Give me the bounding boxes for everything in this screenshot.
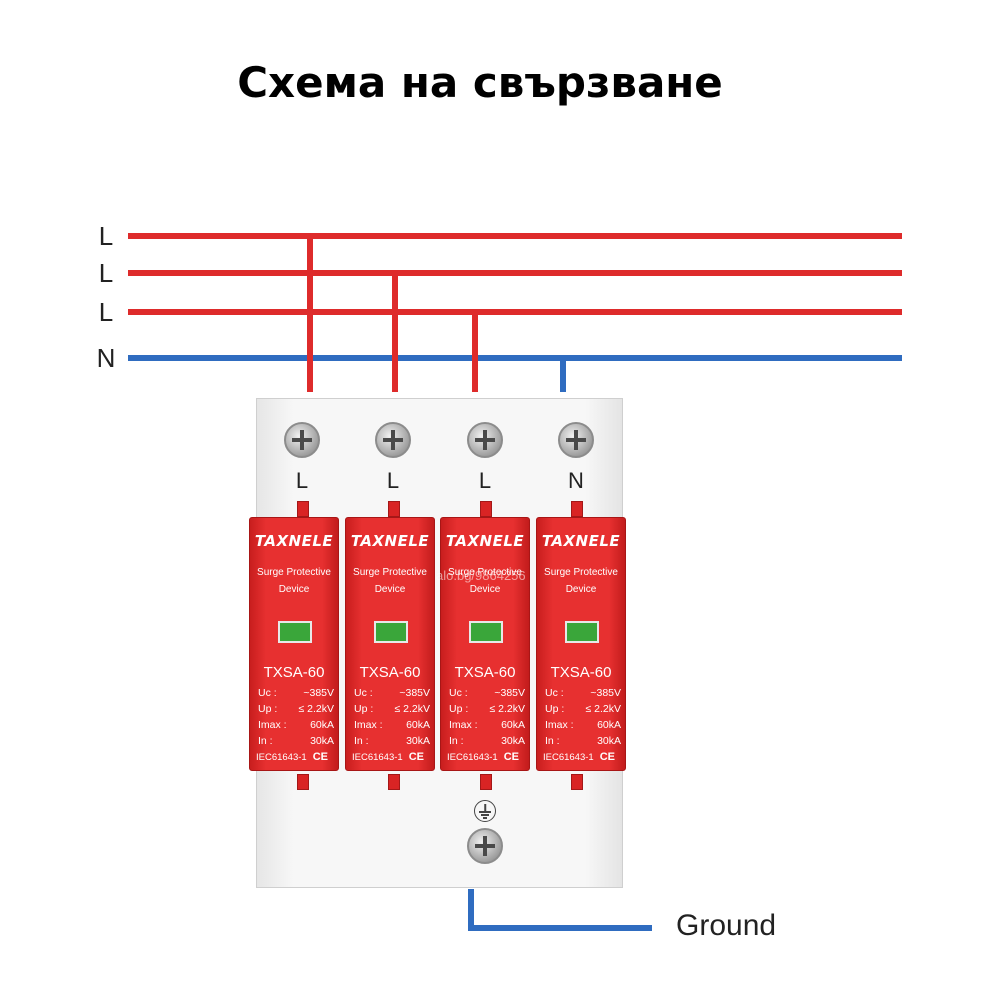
terminal-label-2: L xyxy=(386,468,400,493)
spec-in: In :30kA xyxy=(545,735,621,747)
neutral-wire xyxy=(128,355,902,361)
module-tab-top-2 xyxy=(388,501,400,517)
ground-wire-vertical xyxy=(468,889,474,931)
ground-wire-horizontal xyxy=(468,925,652,931)
brand-logo: TAXNELE xyxy=(254,532,334,550)
model-name: TXSA-60 xyxy=(454,664,516,681)
model-name: TXSA-60 xyxy=(359,664,421,681)
brand-logo: TAXNELE xyxy=(350,532,430,550)
spec-in: In :30kA xyxy=(449,735,525,747)
spec-up: Up :≤ 2.2kV xyxy=(545,703,621,715)
spec-up: Up :≤ 2.2kV xyxy=(354,703,430,715)
drop-wire-l1 xyxy=(307,238,313,392)
line-label-n: N xyxy=(96,343,116,373)
phase-wire-l3 xyxy=(128,309,902,315)
module-tab-top-3 xyxy=(480,501,492,517)
line-label-l3: L xyxy=(98,297,114,327)
model-name: TXSA-60 xyxy=(550,664,612,681)
status-indicator xyxy=(565,621,599,643)
spec-up: Up :≤ 2.2kV xyxy=(449,703,525,715)
module-tab-bottom-4 xyxy=(571,774,583,790)
terminal-screw-1-icon xyxy=(284,422,320,458)
module-tab-top-1 xyxy=(297,501,309,517)
spec-up: Up :≤ 2.2kV xyxy=(258,703,334,715)
terminal-label-1: L xyxy=(295,468,309,493)
terminal-screw-2-icon xyxy=(375,422,411,458)
spec-imax: Imax :60kA xyxy=(354,719,430,731)
terminal-label-4: N xyxy=(568,468,584,493)
ground-label: Ground xyxy=(676,909,777,942)
spec-in: In :30kA xyxy=(354,735,430,747)
spec-uc: Uc :~385V xyxy=(258,687,334,699)
phase-wire-l2 xyxy=(128,270,902,276)
spec-uc: Uc :~385V xyxy=(354,687,430,699)
spec-imax: Imax :60kA xyxy=(449,719,525,731)
status-indicator xyxy=(469,621,503,643)
status-indicator xyxy=(374,621,408,643)
spec-in: In :30kA xyxy=(258,735,334,747)
line-label-l2: L xyxy=(98,258,114,288)
module-tab-bottom-3 xyxy=(480,774,492,790)
watermark-text: alo.bg/9864256 xyxy=(436,568,526,583)
terminal-screw-3-icon xyxy=(467,422,503,458)
line-label-l1: L xyxy=(98,221,114,251)
module-tab-bottom-2 xyxy=(388,774,400,790)
ground-symbol-icon xyxy=(474,800,496,822)
drop-wire-n xyxy=(560,355,566,392)
spec-imax: Imax :60kA xyxy=(258,719,334,731)
brand-logo: TAXNELE xyxy=(541,532,621,550)
spec-uc: Uc :~385V xyxy=(545,687,621,699)
diagram-title: Схема на свързване xyxy=(237,58,723,107)
module-tab-top-4 xyxy=(571,501,583,517)
module-tab-bottom-1 xyxy=(297,774,309,790)
brand-logo: TAXNELE xyxy=(445,532,525,550)
drop-wire-l3 xyxy=(472,314,478,392)
phase-wire-l1 xyxy=(128,233,902,239)
spec-imax: Imax :60kA xyxy=(545,719,621,731)
model-name: TXSA-60 xyxy=(263,664,325,681)
status-indicator xyxy=(278,621,312,643)
terminal-screw-4-icon xyxy=(558,422,594,458)
drop-wire-l2 xyxy=(392,275,398,392)
terminal-label-3: L xyxy=(478,468,492,493)
spec-uc: Uc :~385V xyxy=(449,687,525,699)
ground-screw-icon xyxy=(467,828,503,864)
